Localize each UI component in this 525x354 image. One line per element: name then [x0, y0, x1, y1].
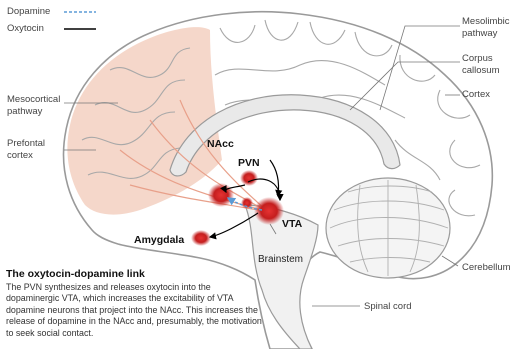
mesocortical-label: Mesocortical pathway: [7, 94, 60, 117]
legend-dopamine-label: Dopamine: [7, 6, 50, 17]
legend-oxytocin: Oxytocin: [7, 23, 44, 34]
amygdala-region: [191, 230, 211, 246]
cortex-label: Cortex: [462, 89, 490, 101]
vta-region: [254, 197, 284, 225]
pvn-label: PVN: [238, 157, 260, 169]
caption-block: The oxytocin-dopamine link The PVN synth…: [6, 268, 264, 339]
legend-dopamine: Dopamine: [7, 6, 50, 17]
caption-title: The oxytocin-dopamine link: [6, 268, 264, 280]
cerebellum-label: Cerebellum: [462, 262, 511, 274]
amygdala-label: Amygdala: [134, 234, 184, 246]
caption-body: The PVN synthesizes and releases oxytoci…: [6, 282, 264, 339]
prefrontal-label: Prefontal cortex: [7, 138, 45, 161]
nacc-label: NAcc: [207, 138, 234, 150]
corpus-callosum-label: Corpus callosum: [462, 53, 500, 76]
pvn-region: [240, 170, 258, 186]
vta-label: VTA: [282, 218, 302, 230]
brainstem-label: Brainstem: [258, 254, 303, 265]
spinal-cord-label: Spinal cord: [364, 301, 412, 313]
mesolimbic-label: Mesolimbic pathway: [462, 16, 510, 39]
legend-oxytocin-label: Oxytocin: [7, 23, 44, 34]
cerebellum: [326, 178, 450, 278]
nacc-region: [208, 183, 234, 207]
